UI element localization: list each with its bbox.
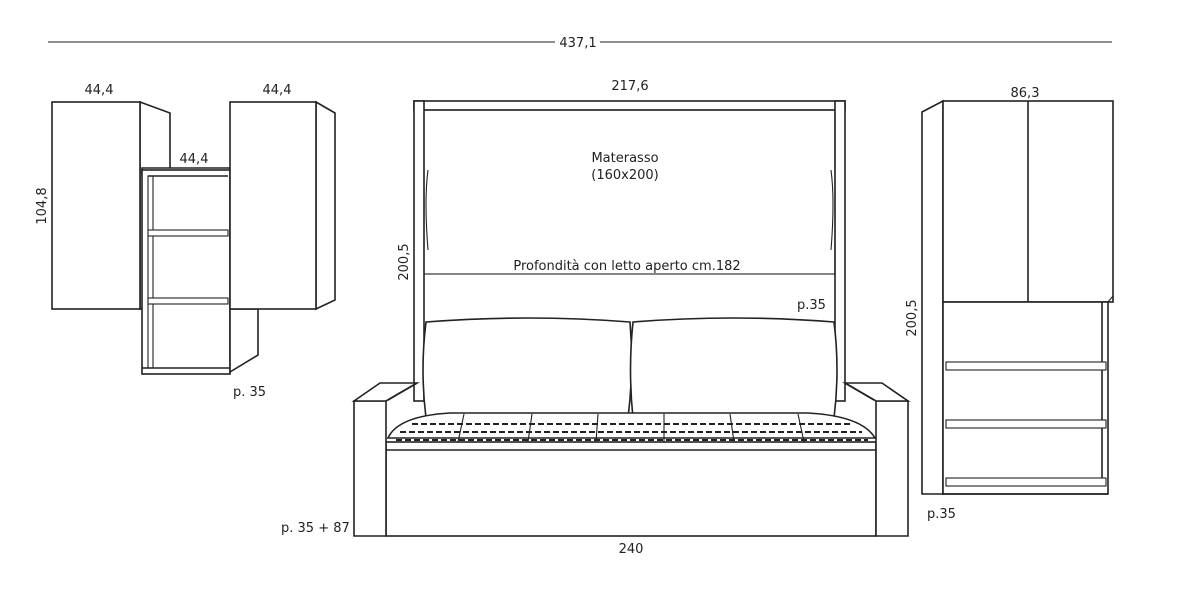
bed-depth-label: p.35 — [797, 298, 826, 313]
left-depth-label: p. 35 — [233, 385, 266, 400]
sofa-back-cushion-right — [629, 317, 838, 422]
left-open-shelf — [141, 167, 259, 375]
left-wall-unit: 44,4 44,4 44,4 104,8 p. 35 — [35, 83, 336, 400]
sofa-base — [385, 441, 877, 537]
left-cabinet-height-label: 104,8 — [35, 187, 50, 224]
total-width-label: 437,1 — [559, 36, 596, 51]
sofa-back-cushion-left — [422, 317, 633, 422]
left-cabinet-a-width-label: 44,4 — [85, 83, 114, 98]
left-cabinet-b-width-label: 44,4 — [263, 83, 292, 98]
sofa-width-label: 240 — [619, 542, 644, 557]
right-width-label: 86,3 — [1011, 86, 1040, 101]
bed-height-label: 200,5 — [397, 243, 412, 280]
sofa-depth-label: p. 35 + 87 — [281, 521, 350, 536]
bed-width-label: 217,6 — [611, 79, 648, 94]
open-depth-label: Profondità con letto aperto cm.182 — [513, 259, 740, 274]
mattress-size: (160x200) — [591, 168, 658, 183]
wall-bed-unit: 217,6 200,5 Materasso (160x200) Profondi… — [397, 79, 846, 402]
sofa: p. 35 + 87 240 — [281, 317, 911, 557]
sofa-arm-left — [353, 400, 387, 537]
right-depth-label: p.35 — [927, 507, 956, 522]
right-tall-unit: 86,3 200,5 p.35 — [905, 86, 1114, 522]
right-height-label: 200,5 — [905, 299, 920, 336]
bed-panel — [423, 109, 836, 275]
total-width-dimension: 437,1 — [48, 36, 1112, 51]
left-shelf-width-label: 44,4 — [180, 152, 209, 167]
mattress-title: Materasso — [591, 151, 658, 166]
sofa-arm-right — [875, 400, 909, 537]
left-cabinet-b — [229, 101, 317, 310]
left-cabinet-a — [51, 101, 141, 310]
